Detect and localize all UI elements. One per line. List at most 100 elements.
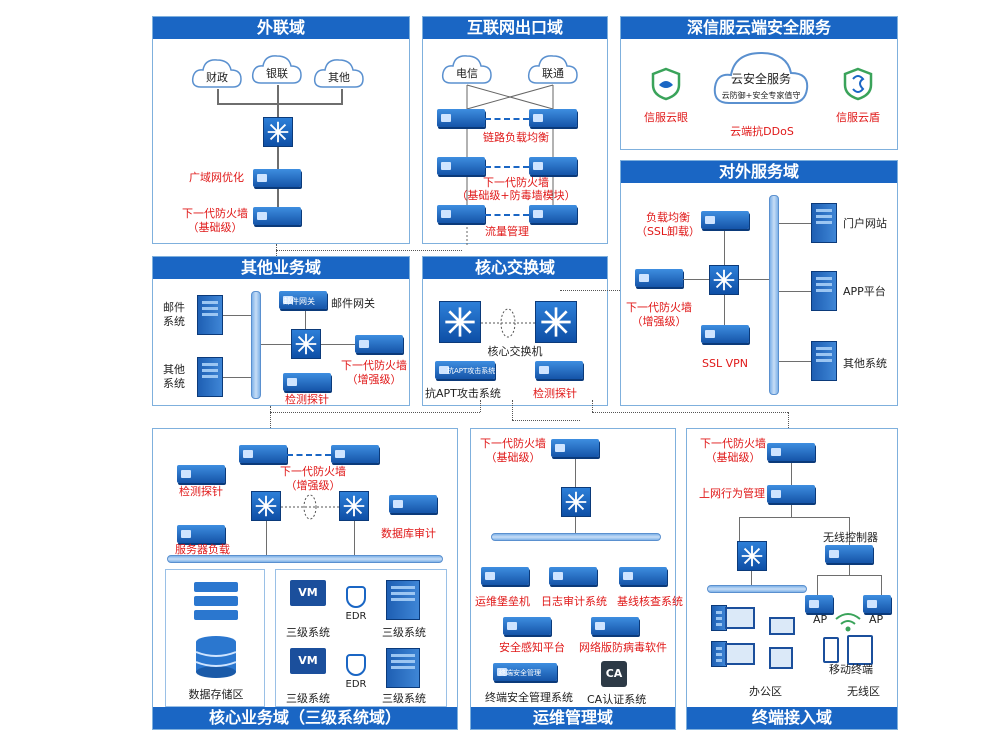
ngfw-label: 下一代防火墙: [480, 437, 546, 450]
server-rack-icon: [386, 580, 420, 620]
other-system-label: 其他: [163, 363, 185, 376]
server-lb-label: 服务器负载: [175, 543, 230, 556]
ngfw-level-label: （增强级）: [631, 315, 687, 328]
database-icon: [195, 636, 237, 678]
probe-label: 检测探针: [285, 393, 329, 406]
link-lb-device: [529, 109, 577, 127]
zone-title: 外联域: [153, 17, 409, 39]
app-label: APP平台: [843, 285, 886, 298]
zone-external: 外联域 财政 银联 其他 广域网优化 下一代防火墙 （基础级）: [152, 16, 410, 244]
db-audit-device: [389, 495, 437, 513]
sip-device: [503, 617, 551, 635]
cloud-label: 财政: [206, 71, 228, 84]
ngfw-level-label: （基础级）: [705, 451, 761, 464]
isp-label: 联通: [542, 67, 564, 80]
portal-server-icon: [811, 203, 837, 243]
zone-other-business: 其他业务域 邮件 系统 其他 系统 邮件网关 邮件网关 下一代防火墙 （增强级）…: [152, 256, 410, 406]
phone-icon: [823, 637, 839, 663]
cloud-service-icon: [713, 51, 809, 104]
access-bus: [707, 585, 807, 593]
zone-terminal: 终端接入域 下一代防火墙 （基础级） 上网行为管理 无线控制器 AP AP 办公…: [686, 428, 898, 730]
laptop-icon: [769, 617, 795, 635]
ngfw-label: 下一代防火墙: [280, 465, 346, 478]
ap-label: AP: [813, 613, 828, 626]
core-switch-icon: [439, 301, 481, 343]
mail-gateway-label: 邮件网关: [331, 297, 375, 310]
switch-icon: [339, 491, 369, 521]
storage-array-icon: [194, 582, 238, 620]
lb-sublabel: （SSL卸载）: [635, 225, 701, 238]
link-lb-device: [437, 109, 485, 127]
sip-label: 安全感知平台: [499, 641, 565, 654]
sys3-label: 三级系统: [286, 626, 330, 639]
cloud-icon: [251, 55, 302, 84]
mail-server-icon: [197, 295, 223, 335]
apt-tag: 抗APT攻击系统: [447, 367, 496, 375]
isp-label: 电信: [456, 67, 478, 80]
tablet-icon: [847, 635, 873, 665]
vm-icon: VM: [290, 580, 326, 606]
server-rack-icon: [386, 648, 420, 688]
ngfw-device: [253, 207, 301, 225]
zone-ops: 运维管理域 下一代防火墙 （基础级） 运维堡垒机 日志审计系统 基线核查系统 安…: [470, 428, 683, 730]
cloud-shield-icon: [843, 67, 873, 101]
wlc-label: 无线控制器: [823, 531, 878, 544]
cloud-ddos-label: 云端抗DDoS: [730, 125, 794, 138]
cloud-eye-label: 信服云眼: [644, 111, 688, 124]
zone-title: 其他业务域: [153, 257, 409, 279]
sys3-label: 三级系统: [382, 626, 426, 639]
mobile-label: 移动终端: [829, 663, 873, 676]
cloud-service-sublabel: 云防御+安全专家值守: [721, 91, 801, 100]
core-switch-icon: [535, 301, 577, 343]
cloud-service-label: 云安全服务: [730, 72, 791, 86]
endpoint-label: 终端安全管理系统: [485, 691, 573, 704]
ngfw-device: [239, 445, 287, 463]
ngfw-label: 下一代防火墙: [483, 176, 549, 189]
bastion-label: 运维堡垒机: [475, 595, 530, 608]
other-server-icon: [197, 357, 223, 397]
cloud-icon: [441, 55, 492, 84]
cloud-shield-label: 信服云盾: [836, 111, 880, 124]
flow-mgmt-label: 流量管理: [485, 225, 529, 238]
mail-gateway-device: [279, 291, 327, 309]
ngfw-device: [635, 269, 683, 287]
probe-device: [283, 373, 331, 391]
probe-device: [535, 361, 583, 379]
other-server-icon: [811, 341, 837, 381]
mail-gateway-tag: 邮件网关: [283, 297, 315, 306]
ngfw-device: [529, 157, 577, 175]
ngfw-device: [437, 157, 485, 175]
flow-mgmt-device: [529, 205, 577, 223]
switch-icon: [263, 117, 293, 147]
server-bus: [167, 555, 443, 563]
zone-title: 终端接入域: [687, 707, 897, 729]
server-bus: [769, 195, 779, 395]
ssl-vpn-label: SSL VPN: [702, 357, 748, 370]
server-bus: [491, 533, 661, 541]
zone-title: 核心业务域（三级系统域）: [153, 707, 457, 729]
switch-icon: [561, 487, 591, 517]
edr-label: EDR: [345, 611, 367, 622]
endpoint-tag: 终端安全管理: [499, 669, 541, 677]
monitor-icon: [725, 643, 755, 665]
av-label: 网络版防病毒软件: [579, 641, 667, 654]
baseline-device: [619, 567, 667, 585]
av-device: [591, 617, 639, 635]
office-label: 办公区: [749, 685, 782, 698]
ngfw-device: [331, 445, 379, 463]
edr-label: EDR: [345, 679, 367, 690]
zone-external-service: 对外服务域 负载均衡 （SSL卸载） 下一代防火墙 （增强级） SSL VPN …: [620, 160, 898, 406]
ngfw-device: [767, 443, 815, 461]
ngfw-device: [551, 439, 599, 457]
wifi-icon: [835, 613, 861, 632]
db-audit-label: 数据库审计: [381, 527, 436, 540]
other-system-label: 其他系统: [843, 357, 887, 370]
baseline-label: 基线核查系统: [617, 595, 683, 608]
server-bus: [251, 291, 261, 399]
lb-label: 负载均衡: [646, 211, 690, 224]
cloud-label: 其他: [328, 71, 350, 84]
sys3-label: 三级系统: [382, 692, 426, 705]
cloud-icon: [191, 59, 242, 88]
sys3-label: 三级系统: [286, 692, 330, 705]
vm-icon: VM: [290, 648, 326, 674]
